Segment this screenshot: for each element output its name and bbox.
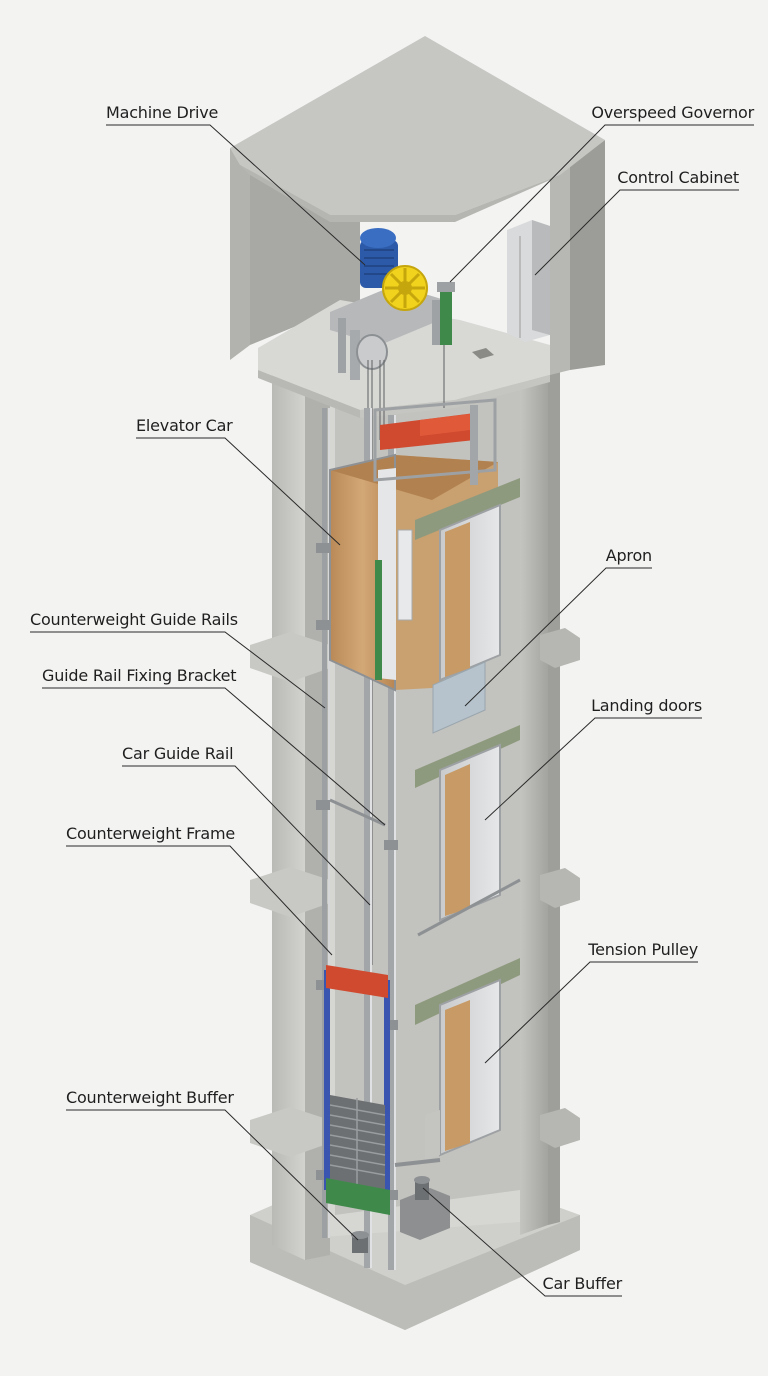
leader-landing-doors (484, 717, 702, 821)
landing-doors-set (415, 725, 521, 1160)
label-counterweight-buffer: Counterweight Buffer (66, 1088, 234, 1107)
leader-guide-rail-fixing-bracket (42, 687, 386, 826)
leader-elevator-car (136, 437, 341, 546)
leader-control-cabinet (534, 189, 739, 276)
label-control-cabinet: Control Cabinet (617, 168, 739, 187)
leader-overspeed-governor (449, 124, 754, 283)
label-counterweight-guide-rails: Counterweight Guide Rails (30, 610, 238, 629)
leader-counterweight-frame (66, 845, 333, 956)
label-landing-doors: Landing doors (591, 696, 702, 715)
overspeed-governor-unit (437, 282, 455, 345)
label-machine-drive: Machine Drive (106, 103, 219, 122)
leader-lines (30, 124, 754, 1297)
leader-tension-pulley (484, 961, 698, 1064)
leader-counterweight-buffer (66, 1109, 359, 1241)
label-counterweight-frame: Counterweight Frame (66, 824, 236, 843)
label-elevator-car: Elevator Car (136, 416, 233, 435)
shaft-right-column (520, 365, 560, 1235)
label-guide-rail-fixing-bracket: Guide Rail Fixing Bracket (42, 666, 237, 685)
leader-machine-drive (106, 124, 366, 266)
label-car-buffer: Car Buffer (542, 1274, 623, 1293)
leader-car-buffer (422, 1187, 622, 1297)
floor-ledges (250, 628, 580, 1157)
label-car-guide-rail: Car Guide Rail (122, 744, 234, 763)
label-overspeed-governor: Overspeed Governor (591, 103, 754, 122)
leader-apron (464, 567, 652, 707)
machine-drive-unit (330, 228, 445, 380)
leader-counterweight-guide-rails (30, 631, 326, 709)
counterweight-assembly (324, 965, 390, 1215)
label-apron: Apron (605, 546, 652, 565)
leader-car-guide-rail (122, 765, 371, 906)
elevator-car-body (329, 398, 520, 734)
label-tension-pulley: Tension Pulley (588, 940, 698, 959)
control-cabinet-box (507, 220, 550, 342)
